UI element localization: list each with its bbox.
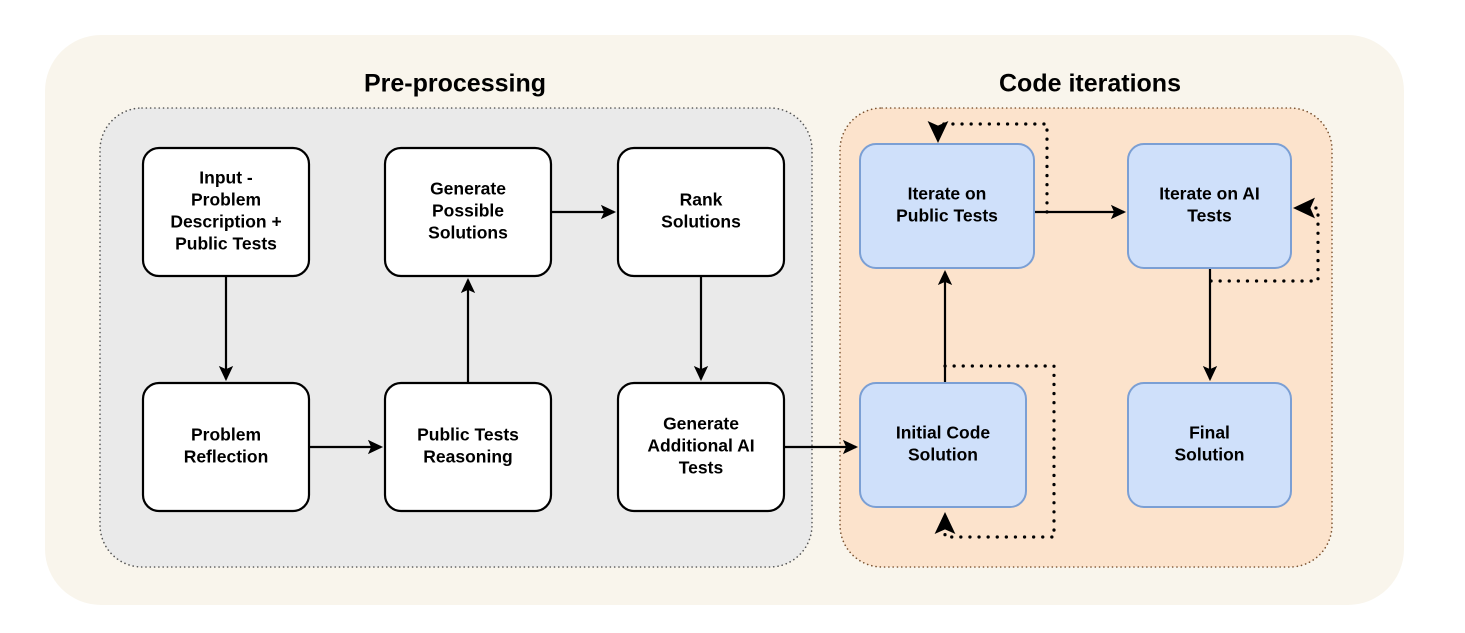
node-box-iterate-on-public-tests[interactable] xyxy=(859,143,1035,269)
panel-title-group: Pre-processing Code iterations xyxy=(364,70,1181,98)
edge-iterate-on-public-tests-self-loop xyxy=(927,121,1049,214)
node-box-final-solution[interactable] xyxy=(1127,382,1292,508)
node-box-generate-possible-solutions[interactable] xyxy=(383,146,553,278)
edge-iterate-on-ai-tests-self-loop xyxy=(1209,197,1320,283)
node-box-initial-code-solution[interactable] xyxy=(859,382,1027,508)
edge-initial-code-solution-self-loop xyxy=(934,364,1056,539)
node-box-problem-reflection[interactable] xyxy=(141,381,311,513)
edge-group xyxy=(218,121,1320,539)
node-box-rank-solutions[interactable] xyxy=(616,146,786,278)
node-box-iterate-on-ai-tests[interactable] xyxy=(1127,143,1292,269)
panel-title-code-iterations: Code iterations xyxy=(999,70,1181,98)
node-box-input-problem[interactable] xyxy=(141,146,311,278)
panel-title-pre-processing: Pre-processing xyxy=(364,70,546,98)
node-box-public-tests-reasoning[interactable] xyxy=(383,381,553,513)
node-box-generate-additional-ai-tests[interactable] xyxy=(616,381,786,513)
